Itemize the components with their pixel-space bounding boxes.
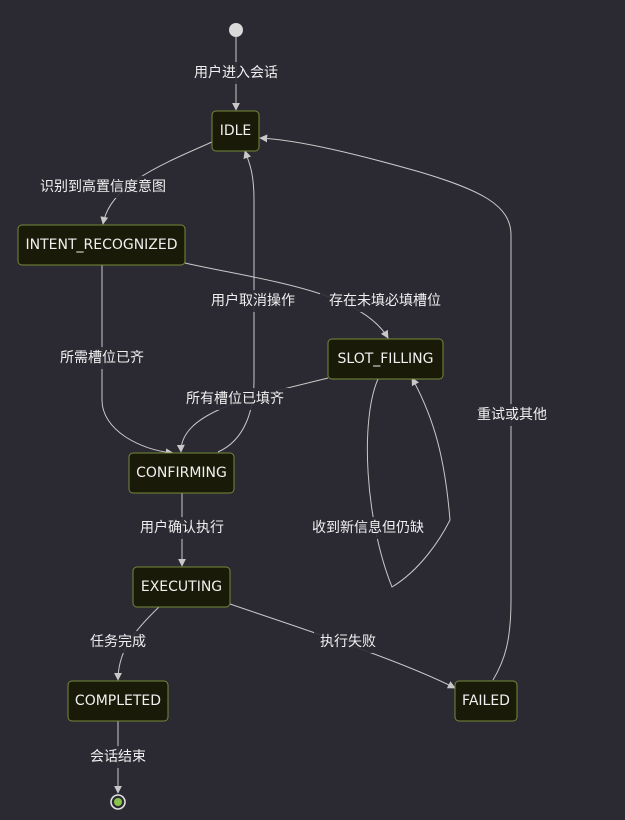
edge-intent-slotfilling xyxy=(184,262,389,339)
start-node xyxy=(229,23,243,37)
edge-slotfilling-self xyxy=(366,377,451,588)
transition-label-task-complete: 任务完成 xyxy=(84,631,152,653)
state-intent-recognized: INTENT_RECOGNIZED xyxy=(17,224,186,266)
state-confirming-label: CONFIRMING xyxy=(136,465,227,481)
edge-intent-confirming xyxy=(101,265,174,457)
edge-confirming-idle xyxy=(217,150,255,453)
transition-label-confirm-execute: 用户确认执行 xyxy=(133,517,231,539)
transition-label-session-end-text: 会话结束 xyxy=(90,749,146,765)
transition-label-all-filled-text: 所有槽位已填齐 xyxy=(186,391,284,407)
transition-label-retry-other-text: 重试或其他 xyxy=(477,407,547,423)
state-completed: COMPLETED xyxy=(67,680,169,722)
state-completed-label: COMPLETED xyxy=(75,693,161,709)
transition-label-task-complete-text: 任务完成 xyxy=(90,634,146,650)
transition-label-exec-failed-text: 执行失败 xyxy=(320,634,376,650)
edges xyxy=(100,37,512,794)
state-slot-filling-label: SLOT_FILLING xyxy=(338,351,434,367)
transition-label-missing-slots-text: 存在未填必填槽位 xyxy=(329,293,441,309)
transition-label-new-info-text: 收到新信息但仍缺 xyxy=(312,519,424,536)
transition-label-cancel: 用户取消操作 xyxy=(204,290,302,312)
transition-label-slots-complete-text: 所需槽位已齐 xyxy=(60,350,144,366)
state-idle-label: IDLE xyxy=(220,123,252,139)
edge-failed-idle xyxy=(259,134,512,681)
transition-label-retry-other: 重试或其他 xyxy=(470,404,554,426)
transition-label-cancel-text: 用户取消操作 xyxy=(211,292,295,309)
state-intent-recognized-label: INTENT_RECOGNIZED xyxy=(25,237,177,253)
transition-label-session-end: 会话结束 xyxy=(84,746,152,768)
transition-label-high-confidence: 识别到高置信度意图 xyxy=(28,176,178,198)
state-failed-label: FAILED xyxy=(462,693,510,709)
transition-label-exec-failed: 执行失败 xyxy=(314,631,382,653)
transition-label-high-confidence-text: 识别到高置信度意图 xyxy=(40,178,166,195)
transition-label-slots-complete: 所需槽位已齐 xyxy=(52,347,152,369)
state-executing-label: EXECUTING xyxy=(141,579,222,595)
transition-label-enter-session: 用户进入会话 xyxy=(187,62,285,84)
state-failed: FAILED xyxy=(454,680,518,722)
state-confirming: CONFIRMING xyxy=(128,452,235,494)
end-node xyxy=(110,794,126,810)
transition-label-enter-session-text: 用户进入会话 xyxy=(194,64,278,81)
transition-label-all-filled: 所有槽位已填齐 xyxy=(177,388,293,410)
state-slot-filling: SLOT_FILLING xyxy=(327,338,444,380)
state-idle: IDLE xyxy=(211,110,260,152)
transition-label-new-info: 收到新信息但仍缺 xyxy=(303,517,433,539)
transition-label-confirm-execute-text: 用户确认执行 xyxy=(140,519,224,536)
state-executing: EXECUTING xyxy=(132,566,231,608)
transition-label-missing-slots: 存在未填必填槽位 xyxy=(320,290,450,312)
